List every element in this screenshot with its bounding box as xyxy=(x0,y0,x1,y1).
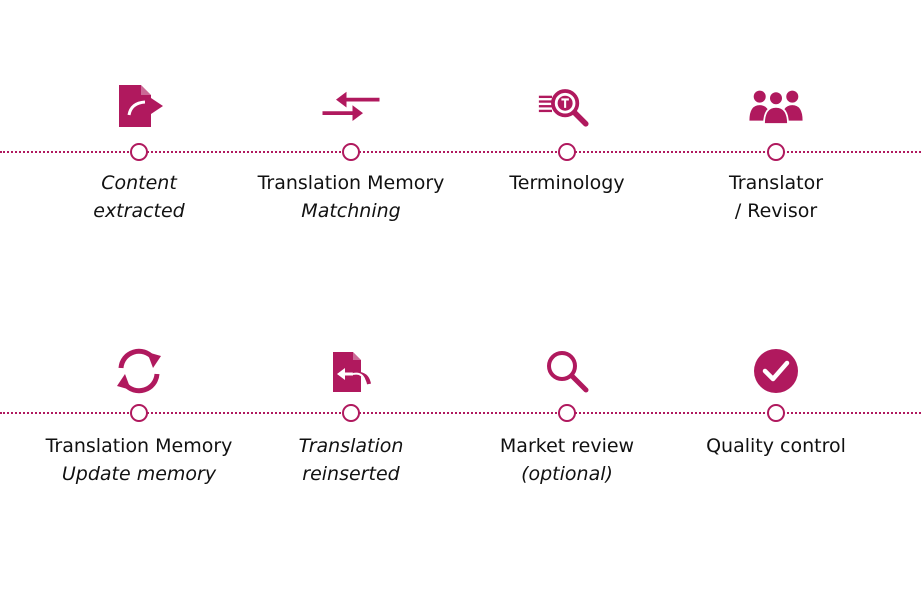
step-label-line2: / Revisor xyxy=(734,200,818,222)
document-import-icon xyxy=(321,345,381,397)
step-label: Terminology xyxy=(467,169,667,197)
timeline-node xyxy=(342,404,360,422)
terminology-search-icon xyxy=(537,80,597,132)
timeline-node xyxy=(767,143,785,161)
step-label-line1: Translation Memory xyxy=(257,172,445,194)
step-label-line2: (optional) xyxy=(521,463,613,485)
timeline-node xyxy=(342,143,360,161)
step-label-line1: Quality control xyxy=(706,435,846,457)
step-label: Translation reinserted xyxy=(251,432,451,488)
document-export-icon xyxy=(109,80,169,132)
refresh-cycle-icon xyxy=(109,345,169,397)
step-label-line2: Matchning xyxy=(301,200,401,222)
timeline-node xyxy=(558,143,576,161)
step-label-line1: Terminology xyxy=(509,172,625,194)
step-label-line2: Update memory xyxy=(61,463,217,485)
swap-arrows-icon xyxy=(321,80,381,132)
step-label-line1: Translation Memory xyxy=(45,435,233,457)
timeline-node xyxy=(130,143,148,161)
check-circle-icon xyxy=(746,345,806,397)
step-label-line2: reinserted xyxy=(302,463,400,485)
timeline-node xyxy=(767,404,785,422)
step-label-line1: Translator xyxy=(728,172,824,194)
step-label: Translator / Revisor xyxy=(676,169,876,225)
magnifier-icon xyxy=(537,345,597,397)
timeline-line-top xyxy=(0,151,921,153)
step-label: Translation Memory Matchning xyxy=(251,169,451,225)
timeline-node xyxy=(130,404,148,422)
people-group-icon xyxy=(746,80,806,132)
step-label-line1: Market review xyxy=(499,435,635,457)
step-label: Translation Memory Update memory xyxy=(39,432,239,488)
timeline-node xyxy=(558,404,576,422)
step-label: Market review (optional) xyxy=(467,432,667,488)
step-label: Quality control xyxy=(676,432,876,460)
step-label: Content extracted xyxy=(39,169,239,225)
step-label-line2: extracted xyxy=(93,200,185,222)
step-label-line1: Translation xyxy=(298,435,404,457)
step-label-line1: Content xyxy=(101,172,177,194)
timeline-line-bottom xyxy=(0,412,921,414)
